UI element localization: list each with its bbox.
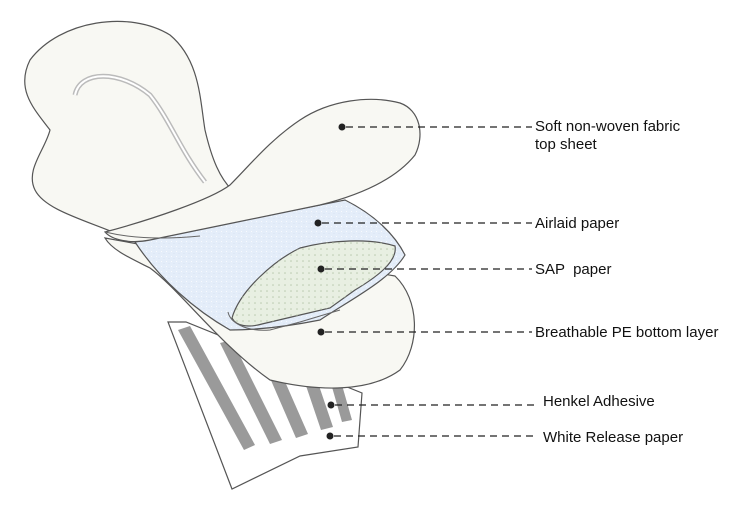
leader-dot xyxy=(314,219,322,227)
layer-labels: Soft non-woven fabric top sheet Airlaid … xyxy=(535,118,718,446)
label-release: White Release paper xyxy=(543,429,683,446)
sap-edge xyxy=(227,309,341,331)
top-sheet-fold xyxy=(104,231,201,239)
release-paper xyxy=(167,321,363,490)
label-airlaid: Airlaid paper xyxy=(535,215,619,232)
leader-dot xyxy=(338,123,346,131)
adhesive-stripe xyxy=(178,326,255,450)
leader-dot xyxy=(317,328,325,336)
label-top-sheet-line1: Soft non-woven fabric xyxy=(535,118,681,135)
leader-dot xyxy=(327,401,335,409)
sap-texture xyxy=(232,240,396,326)
adhesive-stripes xyxy=(178,326,352,450)
leader-lines xyxy=(314,123,535,440)
pad-back-channel-inner xyxy=(74,75,206,183)
label-top-sheet-line2: top sheet xyxy=(535,136,598,153)
adhesive-stripe xyxy=(220,340,282,444)
label-sap: SAP paper xyxy=(535,261,611,278)
leader-dot xyxy=(326,432,334,440)
label-pe-bottom: Breathable PE bottom layer xyxy=(535,324,718,341)
label-adhesive: Henkel Adhesive xyxy=(543,393,655,410)
adhesive-stripe xyxy=(330,378,352,422)
leader-dot xyxy=(317,265,325,273)
top-sheet-flap xyxy=(103,98,421,243)
